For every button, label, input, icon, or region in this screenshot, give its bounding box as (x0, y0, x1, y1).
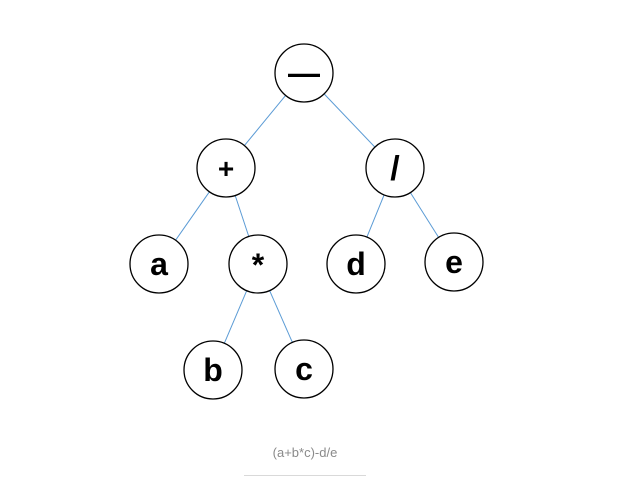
edges-layer (175, 93, 440, 344)
node-div: / (365, 138, 425, 198)
node-d: d (326, 234, 386, 294)
edge-div-d (366, 194, 385, 238)
svg-text:d: d (346, 246, 366, 282)
edge-mul-c (269, 290, 293, 343)
node-plus: + (196, 138, 256, 198)
node-b: b (183, 340, 243, 400)
svg-text:b: b (203, 352, 223, 388)
edge-mul-b (223, 290, 248, 344)
caption-underline (244, 475, 366, 476)
svg-text:c: c (295, 351, 313, 387)
node-c: c (274, 339, 334, 399)
edge-plus-a (175, 191, 210, 241)
edge-plus-mul (234, 195, 250, 237)
svg-text:—: — (288, 55, 320, 91)
svg-text:e: e (445, 244, 463, 280)
edge-root-div (323, 93, 376, 148)
svg-text:*: * (252, 247, 265, 283)
expression-caption: (a+b*c)-d/e (272, 445, 338, 460)
edge-root-plus (244, 95, 286, 146)
node-root: — (274, 43, 334, 103)
svg-text:/: / (390, 150, 400, 188)
edge-div-e (409, 192, 440, 238)
node-e: e (424, 232, 484, 292)
node-mul: * (228, 234, 288, 294)
svg-text:a: a (150, 246, 168, 282)
node-a: a (129, 234, 189, 294)
svg-text:+: + (218, 153, 234, 184)
